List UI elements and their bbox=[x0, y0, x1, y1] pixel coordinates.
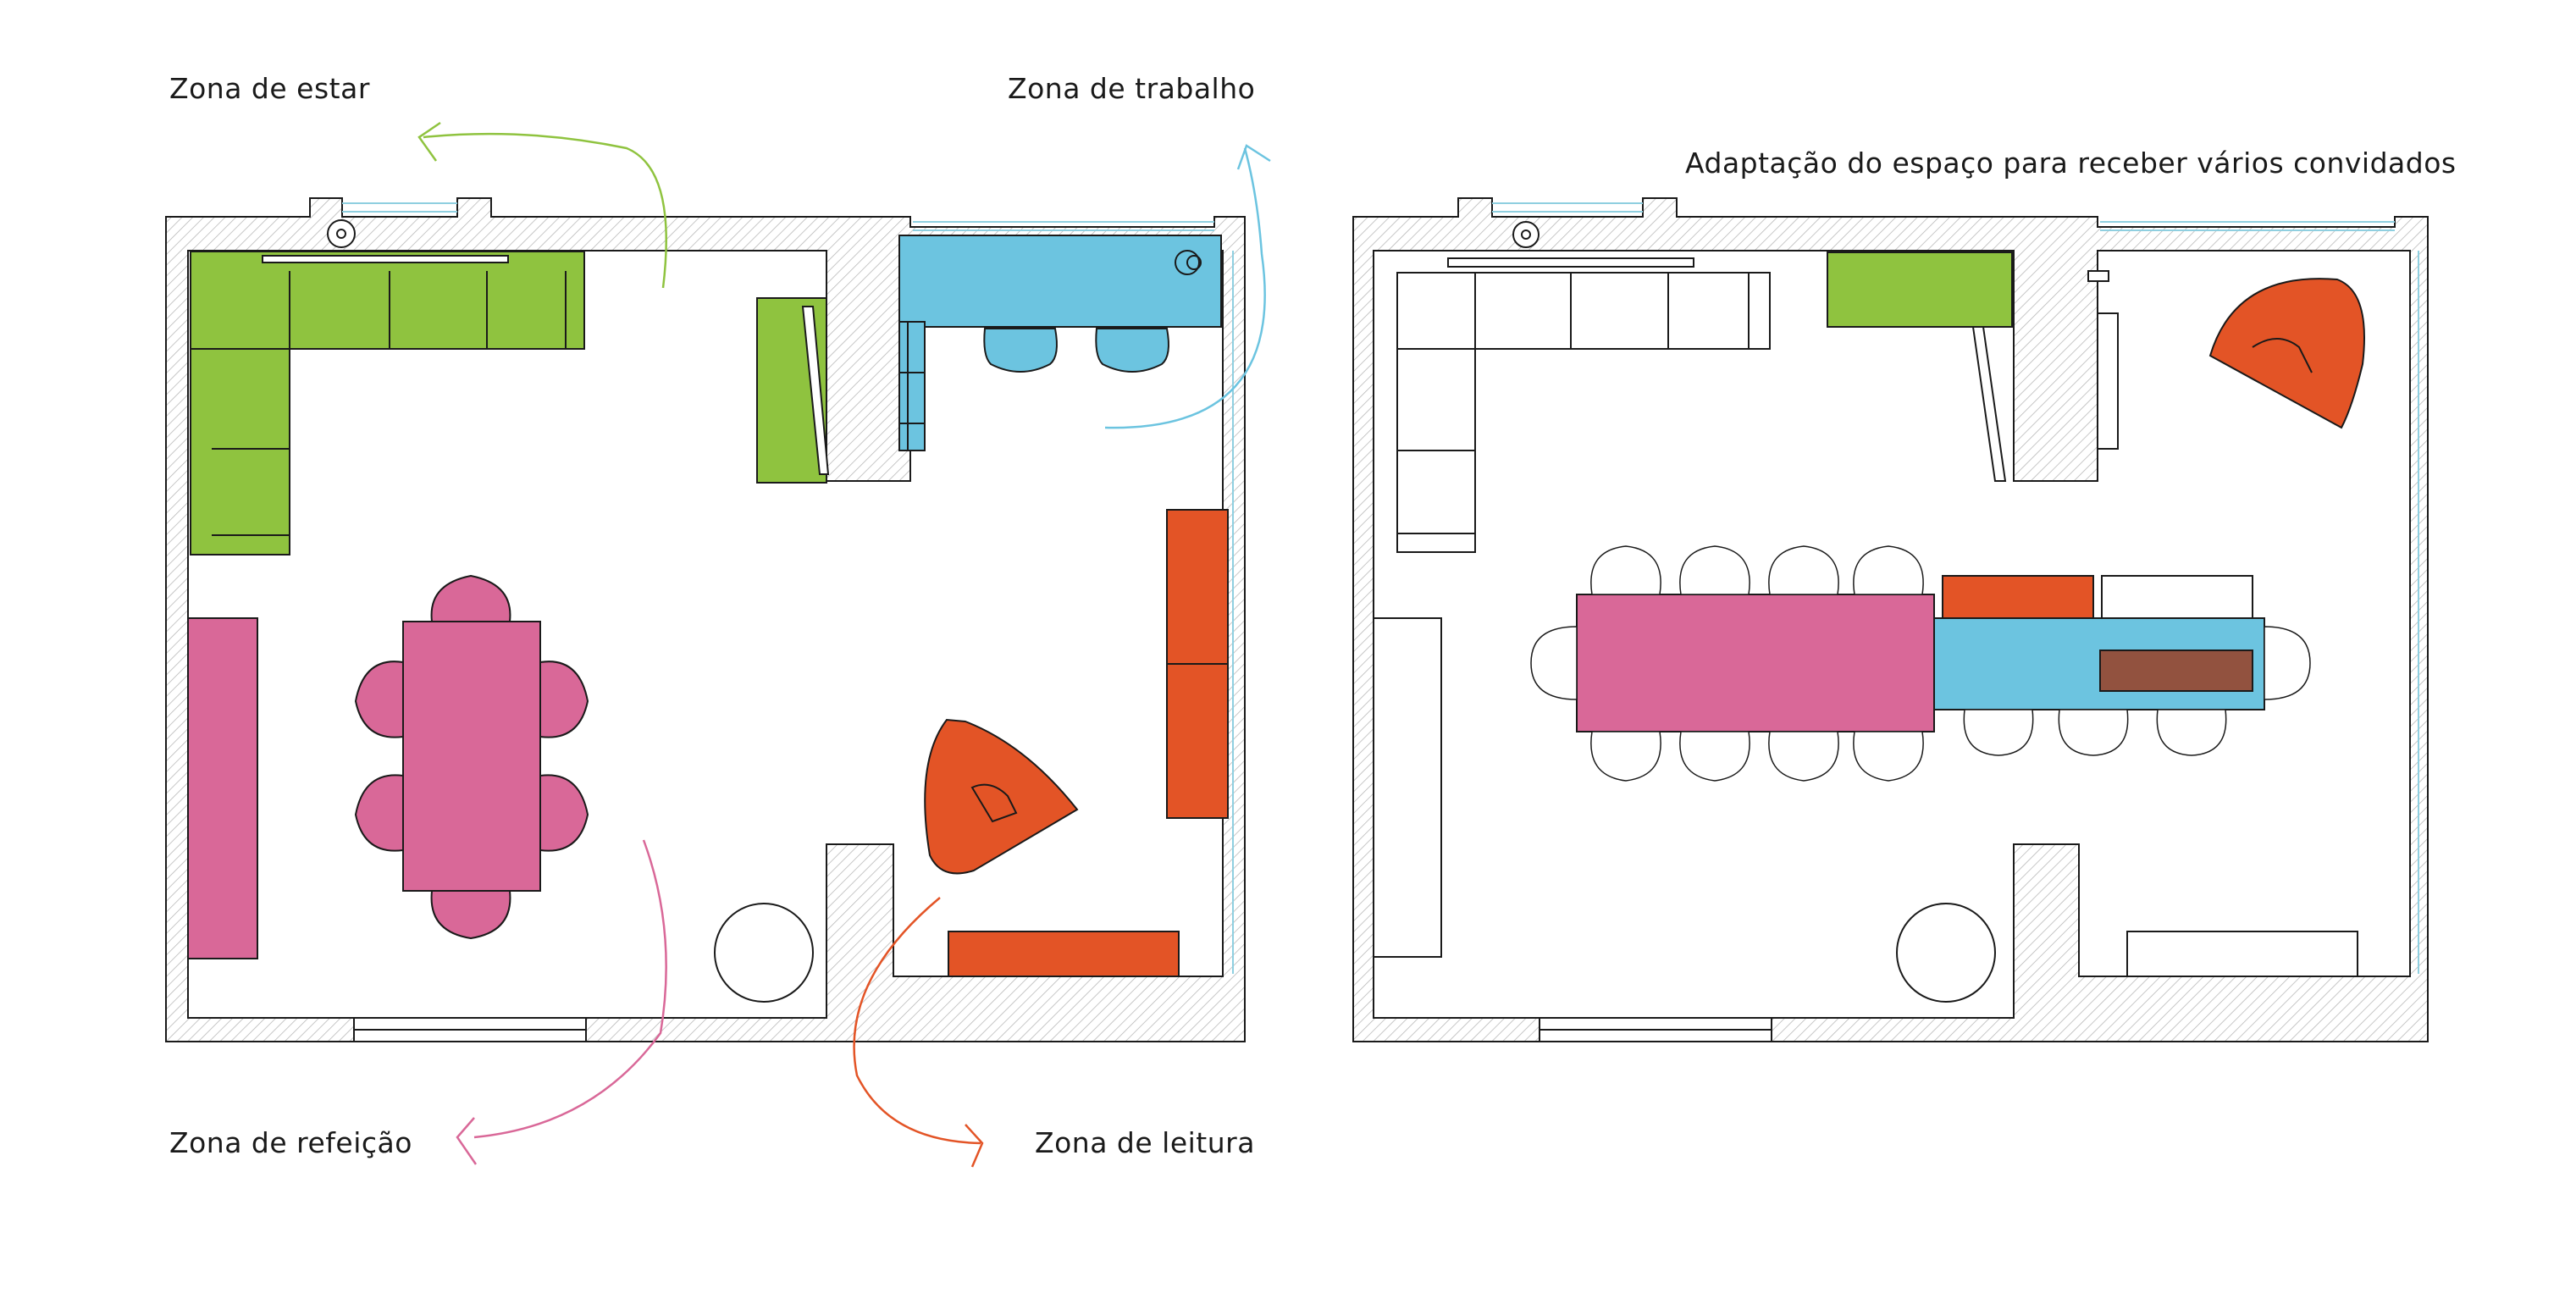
arrow-estar bbox=[423, 132, 667, 289]
banquet-pink bbox=[1576, 594, 1935, 732]
banquet-brown bbox=[2099, 650, 2253, 692]
right-bench bbox=[1373, 617, 1442, 958]
label-zona-refeicao: Zona de refeição bbox=[169, 1126, 412, 1159]
banquet-orange bbox=[1942, 575, 2094, 619]
label-zona-leitura: Zona de leitura bbox=[1035, 1126, 1255, 1159]
right-banquet bbox=[1576, 575, 2265, 732]
left-desk-blue bbox=[898, 235, 1222, 451]
label-zona-estar: Zona de estar bbox=[169, 72, 370, 105]
plan-left bbox=[165, 197, 1246, 1042]
left-tv-unit bbox=[262, 219, 509, 263]
left-green-cabinet bbox=[756, 297, 830, 484]
arrow-leitura bbox=[853, 897, 981, 1145]
label-zona-trabalho: Zona de trabalho bbox=[1008, 72, 1256, 105]
left-reading-orange bbox=[924, 509, 1229, 977]
right-armchair bbox=[2208, 278, 2365, 429]
left-armchair bbox=[924, 718, 1079, 875]
zone-arrows bbox=[417, 121, 1271, 1168]
left-round-table bbox=[714, 903, 814, 1003]
left-sofa-green bbox=[190, 251, 585, 556]
right-green-cabinet bbox=[1827, 252, 2013, 328]
right-round-table bbox=[1896, 903, 1996, 1003]
right-chairs-outline bbox=[1530, 545, 2311, 782]
plan-right bbox=[1352, 197, 2429, 1042]
left-dining-pink bbox=[187, 574, 589, 959]
left-desk-chairs bbox=[983, 328, 1169, 373]
label-adaptacao: Adaptação do espaço para receber vários … bbox=[1685, 146, 2457, 180]
arrow-trabalho bbox=[1104, 147, 1266, 429]
arrow-refeicao bbox=[473, 839, 667, 1139]
right-sofa-outline bbox=[1396, 221, 1771, 553]
